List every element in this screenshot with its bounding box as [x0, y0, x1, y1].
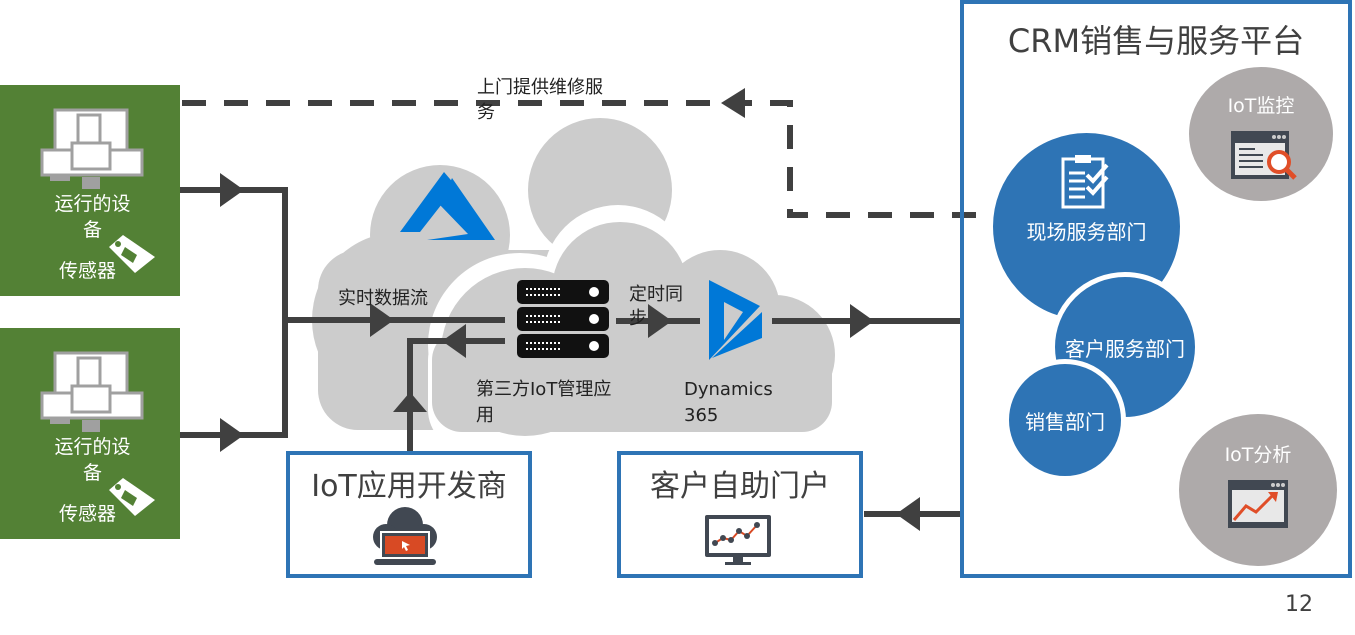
onsite-service-label-2: 务	[477, 102, 495, 123]
arrow-left	[442, 324, 466, 358]
arrow-right	[220, 173, 244, 207]
arrow-up	[393, 392, 427, 412]
device-card: 运行的设 备 传感器	[0, 328, 180, 539]
dashed-connector	[182, 100, 990, 218]
arrow-right	[370, 303, 394, 337]
dynamics-label: Dynamics	[684, 379, 773, 400]
analytics-chart-icon	[1228, 480, 1288, 528]
arrow-right	[220, 418, 244, 452]
device-card: 运行的设 备 传感器	[0, 85, 180, 296]
device-label-2: 备	[82, 219, 102, 241]
arrowheads	[220, 88, 920, 531]
iot-analytics-label: IoT分析	[1224, 444, 1292, 466]
arrow-right	[850, 304, 874, 338]
monitor-chart-icon	[705, 515, 771, 565]
arrow-right	[648, 304, 672, 338]
iot-developer-title: IoT应用开发商	[311, 469, 507, 504]
sensor-tag-icon	[109, 235, 155, 273]
page-number: 12	[1285, 592, 1313, 617]
customer-portal-title: 客户自助门户	[650, 469, 830, 504]
arrow-left	[721, 88, 745, 118]
iot-monitor-circle: IoT监控	[1189, 67, 1333, 201]
crm-title: CRM销售与服务平台	[1007, 22, 1305, 60]
sensor-label: 传感器	[58, 503, 116, 525]
iot-app-label: 第三方IoT管理应	[476, 379, 612, 400]
scheduled-sync-label-2: 步	[629, 308, 647, 329]
dynamics-logo-icon	[709, 280, 762, 360]
field-service-label: 现场服务部门	[1026, 220, 1147, 244]
sales-circle: 销售部门	[1004, 359, 1126, 481]
device-label: 运行的设	[54, 436, 131, 458]
iot-analytics-circle: IoT分析	[1179, 414, 1337, 566]
iot-developer-box: IoT应用开发商	[286, 451, 532, 578]
monitor-search-icon	[1231, 131, 1297, 180]
sensor-tag-icon	[109, 478, 155, 516]
cloud-laptop-icon	[373, 507, 437, 565]
azure-logo-icon	[400, 172, 495, 240]
clipboard-check-icon	[1061, 155, 1109, 209]
realtime-stream-label: 实时数据流	[338, 288, 428, 309]
sensor-label: 传感器	[58, 260, 116, 282]
sales-label: 销售部门	[1025, 409, 1105, 434]
device-label-2: 备	[82, 462, 102, 484]
crm-platform-panel: CRM销售与服务平台 现场服务部门 客户服务部门 销售部门 IoT监控 IoT分…	[960, 0, 1352, 578]
customer-portal-box: 客户自助门户	[617, 451, 863, 578]
customer-service-label: 客户服务部门	[1065, 336, 1185, 361]
iot-monitor-label: IoT监控	[1227, 95, 1295, 117]
dynamics-label-2: 365	[684, 405, 719, 426]
onsite-service-label: 上门提供维修服	[477, 77, 603, 98]
scheduled-sync-label: 定时同	[629, 284, 683, 305]
device-label: 运行的设	[54, 193, 131, 215]
machine-icon	[40, 351, 144, 432]
server-icon	[517, 280, 609, 358]
arrow-left	[896, 497, 920, 531]
machine-icon	[40, 108, 144, 189]
iot-app-label-2: 用	[476, 405, 494, 426]
